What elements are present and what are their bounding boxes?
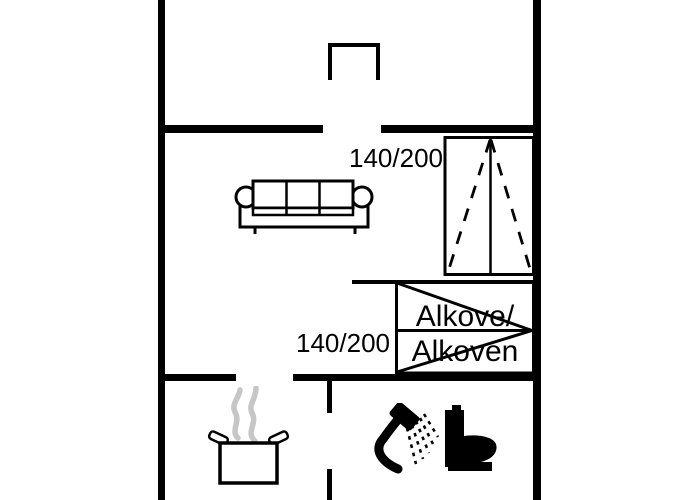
cooking-pot-icon [207, 386, 290, 485]
bed-size-label: 140/200 [349, 143, 443, 173]
steam-icon [248, 386, 259, 444]
wall-kitchen-bath-lower [327, 469, 332, 500]
shower-icon [374, 403, 440, 474]
wall-bottom-right-segment [293, 374, 541, 381]
wall-living-top-right [381, 125, 541, 133]
wall-living-top-left [158, 125, 323, 133]
wall-kitchen-bath-upper [327, 381, 332, 413]
chimney-icon [328, 43, 380, 80]
wall-right-outer [533, 0, 541, 500]
alcove-name-line1: Alkove/ [415, 300, 515, 333]
wall-left-outer [158, 0, 165, 500]
alcove-bed-icon [395, 280, 535, 375]
sofa-icon [234, 179, 374, 234]
double-bed-icon [443, 136, 535, 276]
wall-bottom-left-segment [158, 374, 236, 381]
alcove-size-label: 140/200 [296, 328, 390, 358]
toilet-icon [445, 405, 497, 471]
alcove-name-line2: Alkoven [411, 335, 519, 368]
steam-icon [231, 387, 243, 441]
